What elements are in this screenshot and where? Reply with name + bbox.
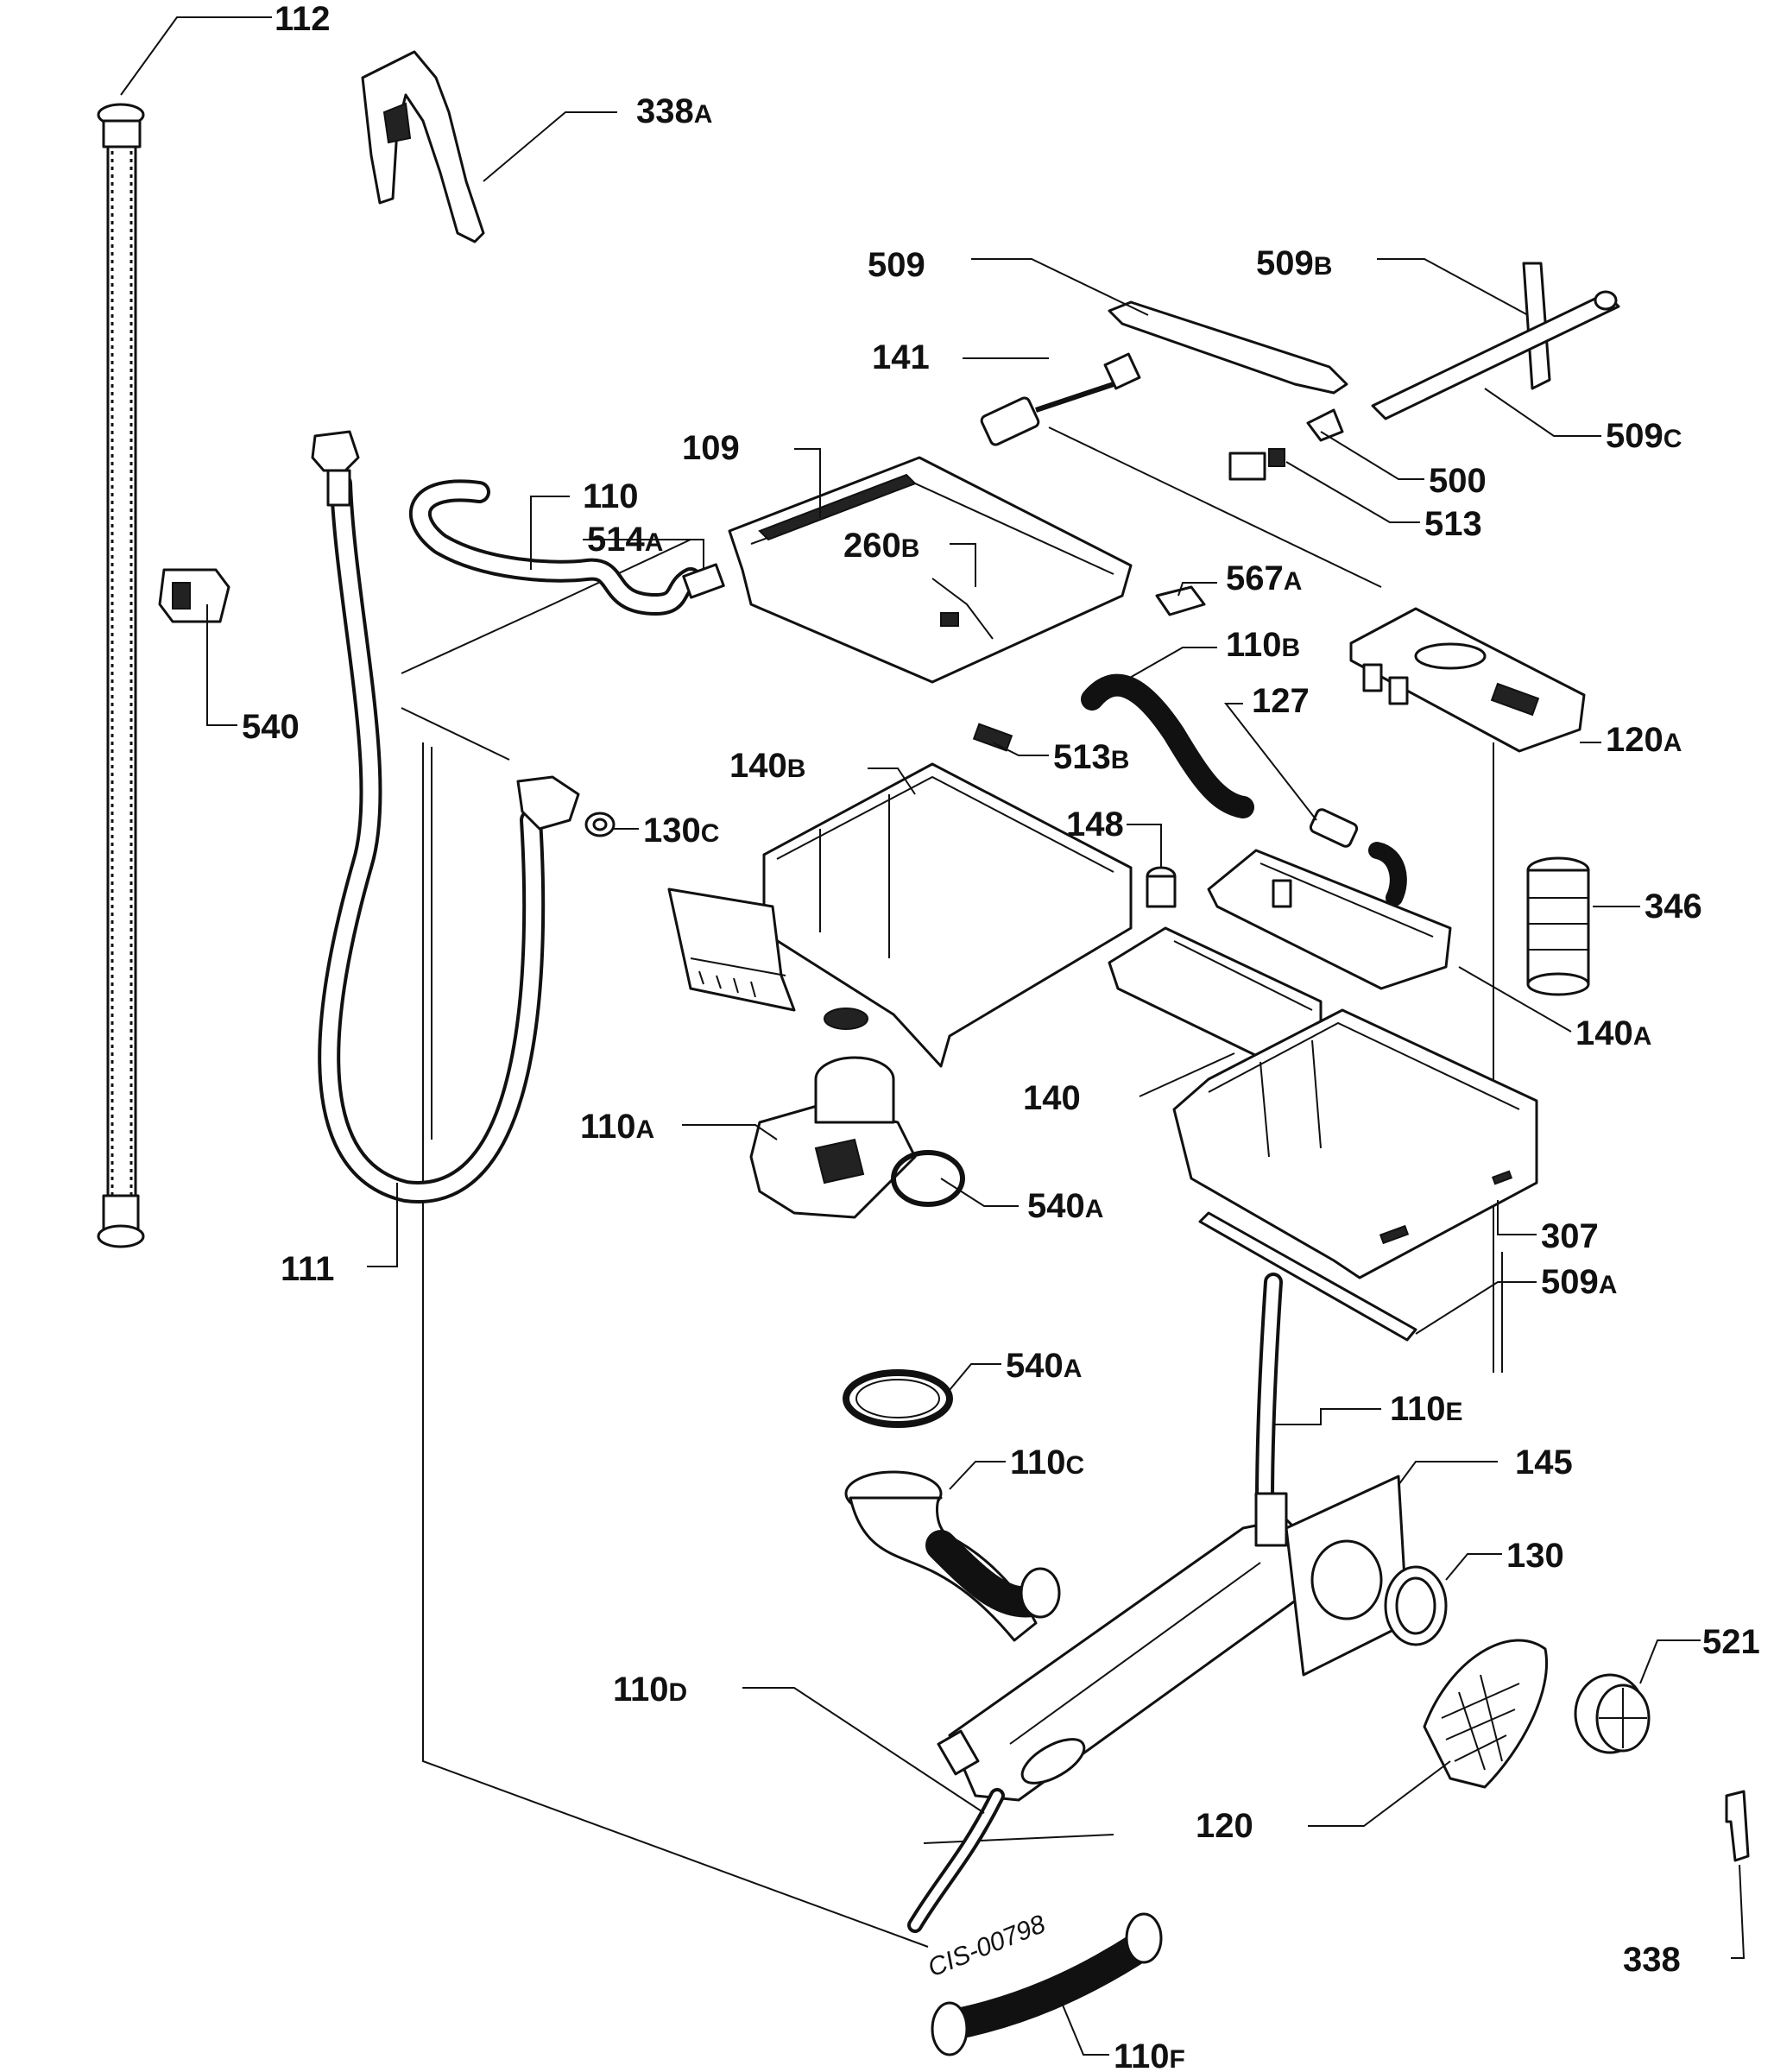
part-110A-outlet-housing [749, 1056, 917, 1219]
label-338: 338 [1623, 1941, 1681, 1979]
label-110A: 110A [580, 1108, 654, 1146]
label-567A: 567A [1226, 559, 1302, 597]
label-513: 513 [1424, 505, 1482, 543]
part-338-latch [1725, 1790, 1750, 1862]
part-140B-dispenser-housing [667, 762, 1133, 1068]
part-110B-corrugated-hose [1081, 673, 1254, 818]
label-110: 110 [583, 477, 639, 515]
part-509C-lever-rod [1371, 290, 1620, 420]
part-346-bellows [1526, 856, 1590, 996]
part-110C-elbow-hose [844, 1470, 1061, 1642]
label-521: 521 [1702, 1623, 1760, 1661]
label-109: 109 [682, 429, 740, 467]
part-120-filter [1423, 1639, 1548, 1789]
label-514A: 514A [587, 521, 663, 559]
label-111: 111 [281, 1250, 334, 1288]
label-338A: 338A [636, 92, 712, 130]
label-112: 112 [275, 0, 331, 38]
label-130C: 130C [643, 812, 719, 850]
label-540: 540 [242, 708, 300, 746]
drawing-code: CIS-00798 [924, 1910, 1050, 1982]
part-141-pin [980, 352, 1141, 446]
part-514A-connector [682, 563, 725, 599]
label-260B: 260B [843, 527, 919, 565]
part-140A-siphon-tray [1207, 849, 1452, 990]
part-127-nozzle [1309, 808, 1407, 906]
part-130-ring [1384, 1565, 1448, 1646]
label-110B: 110B [1226, 626, 1300, 664]
label-509C: 509C [1606, 417, 1682, 455]
label-307: 307 [1541, 1217, 1599, 1255]
label-141: 141 [872, 338, 930, 376]
part-500-knob [1306, 408, 1344, 442]
part-513-bracket [1228, 448, 1285, 481]
label-110F: 110F [1114, 2037, 1185, 2072]
part-145-sump-housing [937, 1475, 1409, 1802]
label-509B: 509B [1256, 244, 1332, 282]
part-338A-hook-clip [361, 50, 485, 243]
part-112-corrugated-hose [97, 103, 145, 1248]
assembly-outline-lines [401, 426, 1503, 1948]
label-127: 127 [1252, 682, 1310, 720]
part-540-clip [158, 568, 230, 623]
label-540A-1: 540A [1027, 1187, 1103, 1225]
leader-lines [120, 16, 1746, 2056]
part-110E-tube [1255, 1273, 1283, 1512]
part-109-valve-plate [728, 456, 1133, 684]
part-509-lever [1108, 300, 1348, 395]
label-509A: 509A [1541, 1263, 1617, 1301]
label-110D: 110D [613, 1671, 687, 1709]
part-110F-bent-hose [931, 1912, 1163, 2056]
part-120A-drawer-cover [1349, 607, 1586, 753]
label-110C: 110C [1010, 1443, 1084, 1481]
label-140B: 140B [729, 747, 805, 785]
label-140: 140 [1023, 1079, 1081, 1117]
part-540A-clamp-2 [843, 1369, 953, 1428]
part-307-drawer-body [1172, 1008, 1538, 1279]
label-140A: 140A [1575, 1014, 1651, 1052]
part-521-knob [1574, 1673, 1651, 1754]
part-148-cap [1146, 866, 1177, 908]
label-145: 145 [1515, 1443, 1573, 1481]
part-540A-clamp-1 [891, 1150, 965, 1207]
part-509A-rod [1198, 1211, 1417, 1342]
part-110-hose [408, 479, 702, 616]
part-111-inlet-hose [311, 430, 580, 1203]
label-120: 120 [1196, 1807, 1253, 1845]
label-509: 509 [868, 246, 925, 284]
label-120A: 120A [1606, 721, 1682, 759]
part-130C-seal-ring [584, 812, 616, 837]
label-540A-2: 540A [1006, 1347, 1082, 1385]
label-148: 148 [1066, 805, 1124, 843]
part-labels: 112 338A 509 509B 141 509C 109 500 110 5… [242, 0, 1760, 2072]
label-346: 346 [1645, 888, 1702, 925]
part-513B-clip [972, 723, 1013, 752]
label-130: 130 [1506, 1537, 1564, 1575]
label-500: 500 [1429, 462, 1487, 500]
part-110D-thin-hose [907, 1788, 1005, 1933]
label-513B: 513B [1053, 738, 1129, 776]
label-110E: 110E [1390, 1390, 1463, 1428]
